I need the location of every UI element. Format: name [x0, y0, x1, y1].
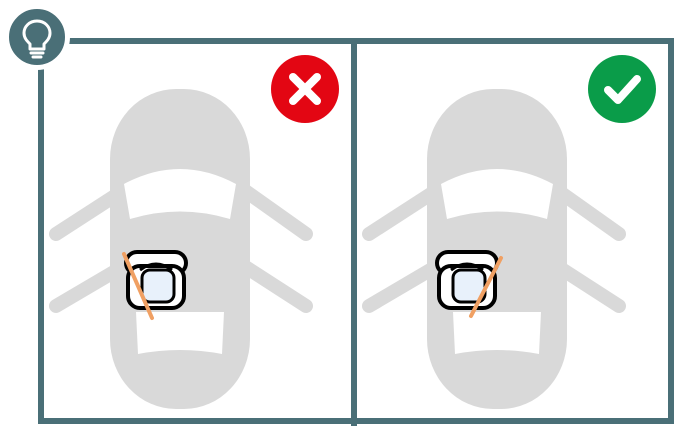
- correct-badge: [588, 55, 656, 123]
- windshield: [441, 169, 553, 219]
- rear-window: [136, 312, 224, 354]
- check-icon: [588, 55, 656, 123]
- windshield: [124, 169, 236, 219]
- car-body: [427, 89, 567, 409]
- rear-window: [453, 312, 541, 354]
- cross-icon: [271, 55, 339, 123]
- lightbulb-icon: [9, 9, 65, 65]
- incorrect-badge: [271, 55, 339, 123]
- hint-badge: [4, 4, 70, 70]
- car-body: [110, 89, 250, 409]
